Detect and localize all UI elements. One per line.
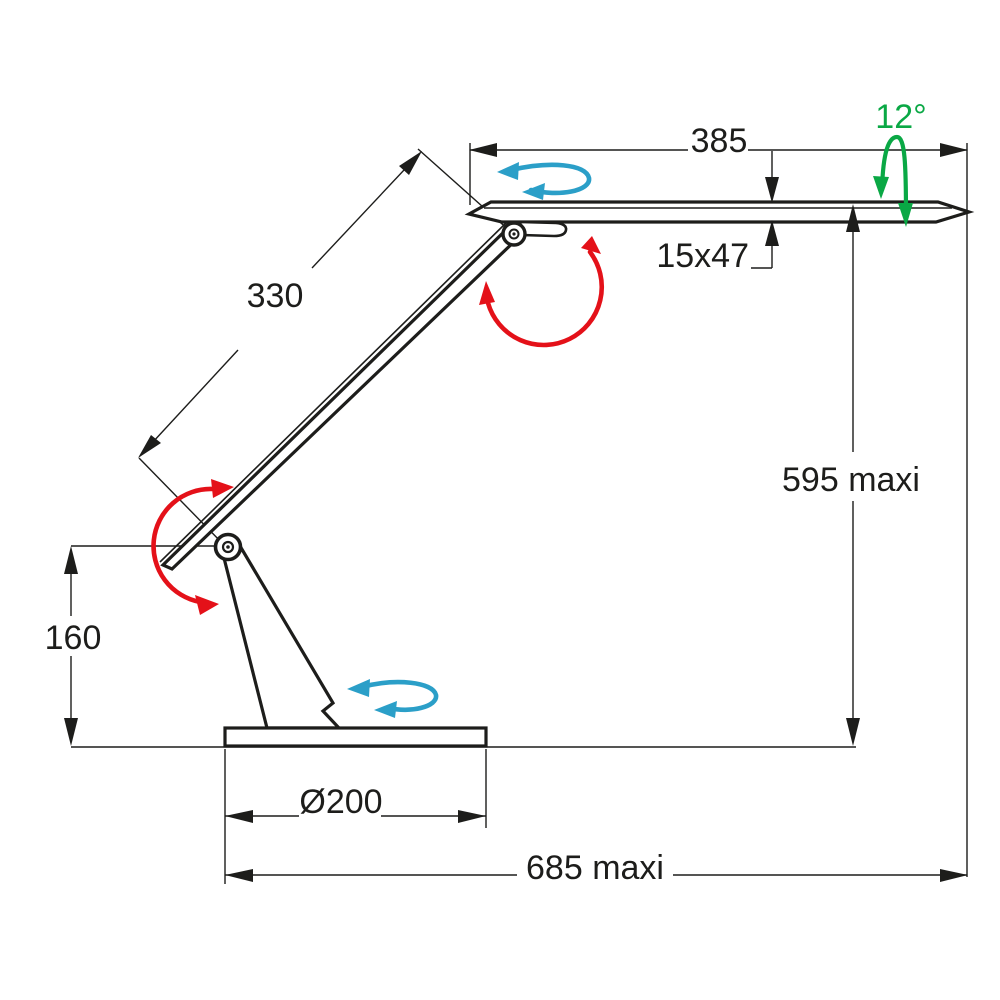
arm-length-dim-line-b	[311, 152, 421, 269]
arm-length-arrow-top	[399, 151, 422, 175]
head-section-arrow-up	[765, 220, 779, 246]
upper-rotation-arc	[485, 249, 605, 348]
base-swivel-curve	[359, 679, 439, 713]
label-max-reach: 685 maxi	[526, 849, 664, 887]
upper-hinge-pin	[512, 232, 516, 236]
label-arm-length: 330	[247, 277, 304, 315]
dimension-arrowheads	[64, 143, 968, 882]
lamp-arm-edge-line	[159, 222, 507, 563]
dimension-lines	[70, 143, 968, 884]
arm-length-dim-line-a	[139, 349, 239, 457]
tilt-arc	[879, 134, 909, 219]
upper-rotation-head-right	[581, 236, 601, 254]
lower-rotation-head-top	[211, 479, 234, 498]
head-section-arrow-down	[765, 177, 779, 203]
lower-rotation-arc	[151, 486, 215, 605]
lamp-base	[223, 726, 488, 748]
max-reach-arrow-left	[225, 869, 253, 882]
lower-rotation-arrow	[151, 479, 234, 615]
lower-height-arrow-top	[64, 546, 78, 574]
label-base-diameter: Ø200	[299, 783, 382, 821]
lower-rotation-head-bottom	[195, 595, 219, 615]
label-max-height: 595 maxi	[782, 461, 920, 499]
base-swivel-arrow	[347, 679, 439, 718]
tilt-head-left	[873, 176, 889, 199]
base-diameter-arrow-left	[225, 810, 253, 823]
tilt-head-right	[898, 203, 913, 227]
label-tilt-angle: 12°	[875, 98, 926, 136]
base-swivel-head-b	[374, 701, 397, 718]
head-length-arrow-left	[469, 143, 497, 157]
upper-rotation-head-left	[479, 281, 495, 305]
head-swivel-curve	[508, 162, 592, 196]
head-length-arrow-right	[940, 143, 968, 157]
label-head-section: 15x47	[656, 237, 749, 275]
max-reach-arrow-right	[940, 869, 968, 882]
upper-rotation-arrow	[479, 236, 605, 348]
upper-hinge	[501, 221, 527, 247]
lower-hinge-pin	[226, 545, 230, 549]
lamp-body	[159, 200, 975, 748]
max-height-arrow-top	[846, 204, 860, 232]
lamp-head	[464, 200, 975, 224]
head-swivel-head-a	[497, 162, 519, 180]
head-swivel-head-b	[522, 183, 545, 200]
label-lower-arm-height: 160	[45, 619, 102, 657]
arm-length-arrow-bottom	[138, 435, 161, 458]
lamp-stand	[222, 543, 343, 730]
dimension-labels: 385 15x47 330 595 maxi 160 Ø200 685 maxi…	[45, 98, 927, 887]
head-swivel-arrow	[497, 162, 592, 200]
lamp-arm	[160, 223, 522, 571]
max-height-arrow-bottom	[846, 718, 860, 746]
lower-height-arrow-bottom	[64, 718, 78, 746]
motion-indicators	[151, 134, 913, 718]
head-hinge-bracket	[518, 220, 568, 238]
base-swivel-head-a	[347, 679, 370, 697]
label-head-length: 385	[691, 122, 748, 160]
tilt-arrow	[873, 134, 913, 227]
lower-hinge	[213, 532, 243, 562]
base-diameter-arrow-right	[458, 810, 486, 823]
